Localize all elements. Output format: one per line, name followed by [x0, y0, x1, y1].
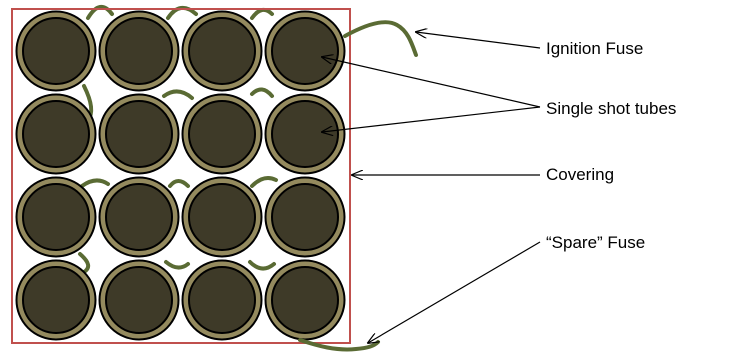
single-shot-tubes-arrow-top — [322, 57, 541, 108]
single-shot-tube — [98, 176, 180, 258]
ignition-fuse-arrow — [416, 32, 541, 49]
spare-fuse-label: “Spare” Fuse — [546, 233, 645, 252]
single-shot-tube — [264, 93, 346, 175]
fuse-segment — [86, 5, 114, 20]
fuse-segment — [250, 87, 274, 98]
single-shot-tube — [181, 176, 263, 258]
spare-fuse-arrow — [368, 241, 541, 343]
fuse-segment — [162, 89, 194, 100]
single-shot-tube — [15, 93, 97, 175]
spare-fuse — [298, 338, 380, 352]
single-shot-tube — [15, 176, 97, 258]
single-shot-tube — [181, 259, 263, 341]
ignition-fuse — [343, 20, 418, 57]
callout-arrows — [322, 32, 541, 343]
single-shot-tubes-label: Single shot tubes — [546, 99, 676, 118]
single-shot-tube — [15, 259, 97, 341]
single-shot-tube — [181, 93, 263, 175]
tube-grid — [15, 10, 346, 341]
fuse-segment — [168, 179, 190, 188]
fuse-segment — [250, 7, 274, 20]
single-shot-tubes-arrow-bottom — [322, 106, 541, 132]
single-shot-tube — [15, 10, 97, 92]
covering-box — [11, 8, 351, 344]
single-shot-tube — [98, 10, 180, 92]
fuse-segment — [164, 260, 190, 270]
single-shot-tube — [264, 10, 346, 92]
fuse-segment — [250, 176, 278, 188]
single-shot-tube — [98, 93, 180, 175]
single-shot-tube — [264, 259, 346, 341]
fuse-segment — [80, 178, 110, 188]
ignition-fuse-label: Ignition Fuse — [546, 39, 643, 58]
covering-label: Covering — [546, 165, 614, 184]
connecting-fuses — [78, 5, 278, 274]
single-shot-tube — [98, 259, 180, 341]
fuse-segment — [78, 252, 91, 274]
single-shot-tube — [264, 176, 346, 258]
single-shot-tube — [181, 10, 263, 92]
fuse-segment — [248, 260, 276, 271]
